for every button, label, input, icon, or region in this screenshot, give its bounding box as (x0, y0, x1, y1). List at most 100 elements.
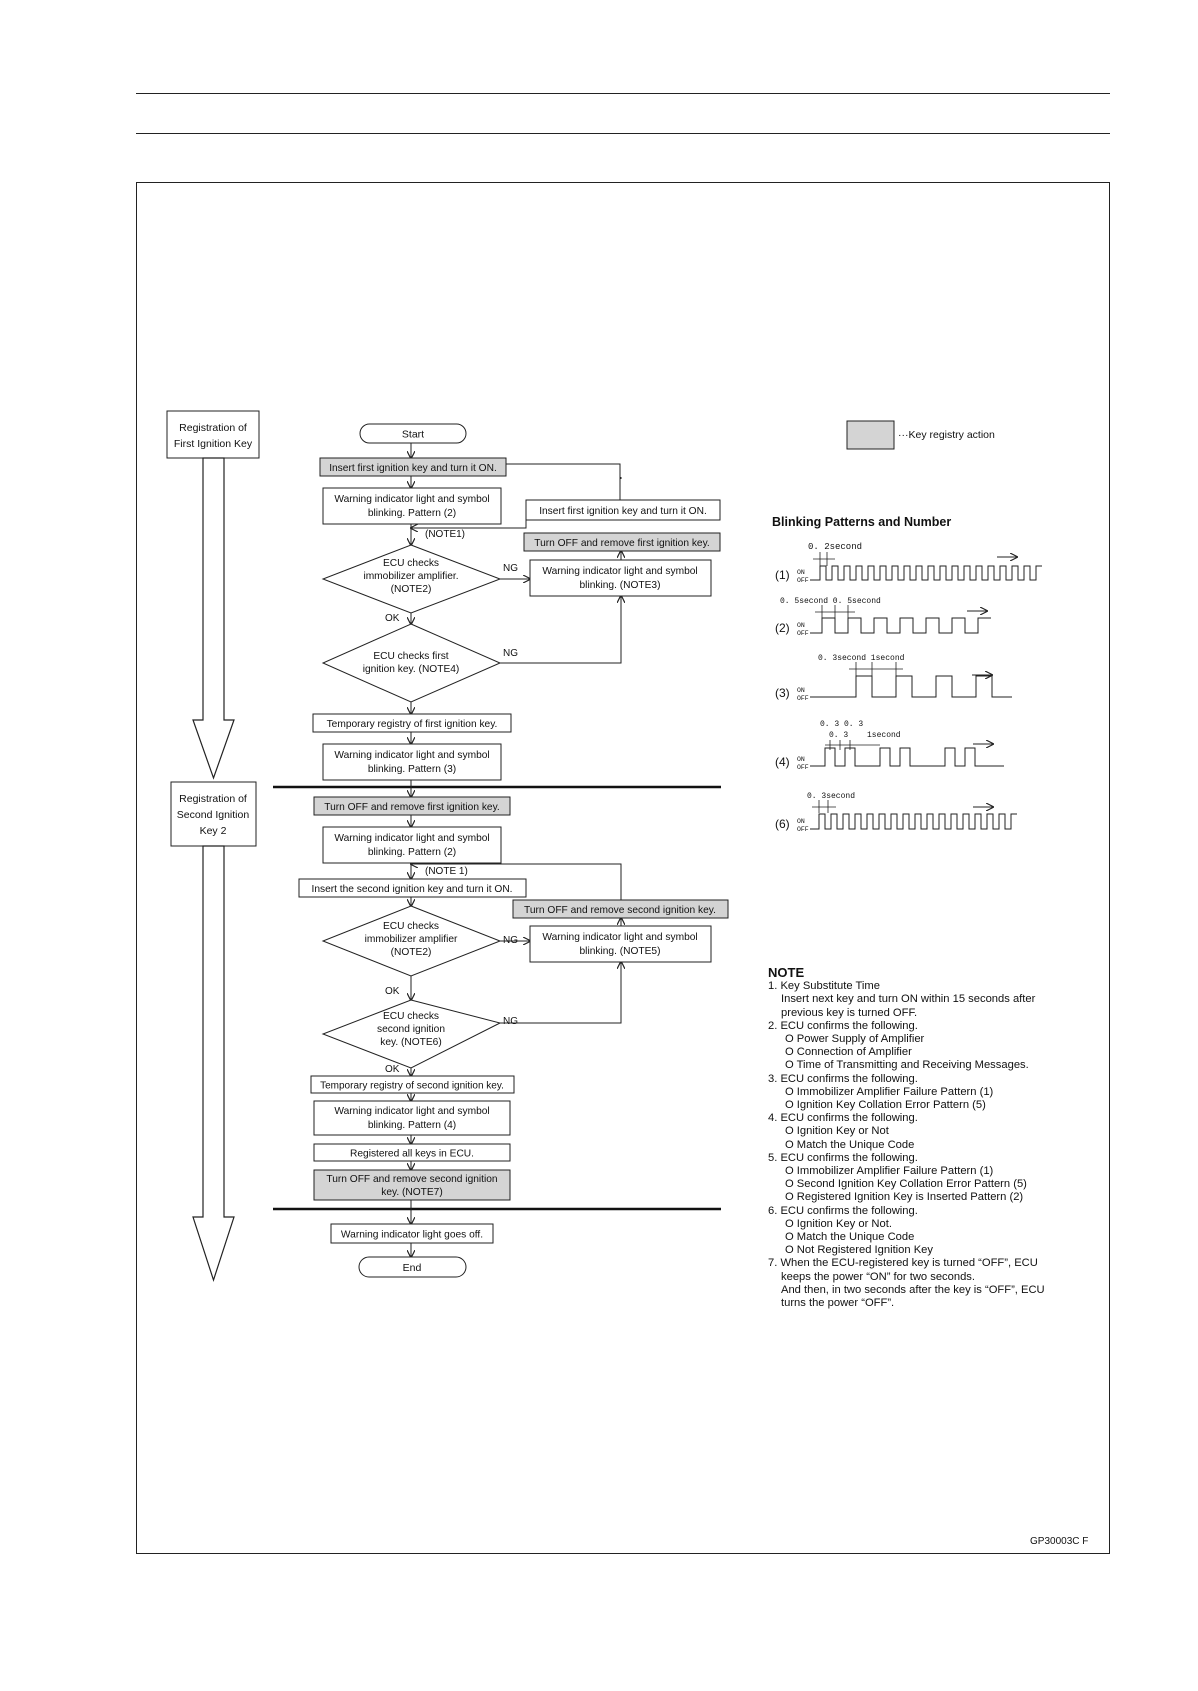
svg-text:OFF: OFF (797, 695, 809, 702)
ng-label-d2: NG (503, 648, 518, 659)
pattern-1: 0. 2second (1) ON OFF (775, 542, 1042, 584)
ok-label-d1: OK (385, 613, 400, 624)
svg-text:ON: ON (797, 818, 805, 825)
svg-text:ON: ON (797, 756, 805, 763)
phase-first-arrow (192, 457, 235, 780)
pattern-2: 0. 5second 0. 5second (2) ON OFF (775, 597, 991, 637)
svg-text:0. 3second: 0. 3second (807, 792, 855, 801)
svg-text:Insert the second ignition key: Insert the second ignition key and turn … (311, 884, 512, 895)
svg-text:Warning indicator light and sy: Warning indicator light and symbol (334, 833, 489, 844)
svg-text:blinking. (NOTE3): blinking. (NOTE3) (580, 580, 661, 591)
note-line: O Not Registered Ignition Key (785, 1244, 933, 1257)
note1-label-first: (NOTE1) (425, 529, 465, 540)
step-insert-first-key: Insert first ignition key and turn it ON… (319, 457, 507, 477)
svg-text:ignition key. (NOTE4): ignition key. (NOTE4) (363, 664, 460, 675)
svg-text:ECU checks: ECU checks (383, 921, 439, 932)
svg-text:0. 5second 0. 5second: 0. 5second 0. 5second (780, 597, 881, 606)
svg-text:Registration of: Registration of (179, 793, 247, 805)
svg-text:Turn OFF and remove second ign: Turn OFF and remove second ignition key. (524, 905, 716, 916)
step-warning-pattern-4: Warning indicator light and symbol blink… (313, 1100, 511, 1136)
svg-text:Key 2: Key 2 (200, 825, 227, 837)
svg-text:blinking. Pattern (4): blinking. Pattern (4) (368, 1120, 456, 1131)
step-warning-pattern-2-second: Warning indicator light and symbol blink… (322, 826, 502, 864)
svg-text:0. 3 0. 3: 0. 3 0. 3 (820, 720, 863, 729)
svg-text:immobilizer amplifier: immobilizer amplifier (365, 934, 458, 945)
header-rule-top (136, 93, 1110, 94)
step-insert-second-key: Insert the second ignition key and turn … (298, 878, 527, 898)
warning-note3-box: Warning indicator light and symbol blink… (529, 559, 712, 597)
svg-text:ECU checks: ECU checks (383, 1011, 439, 1022)
note-line: O Second Ignition Key Collation Error Pa… (785, 1178, 1027, 1191)
svg-text:ON: ON (797, 569, 805, 576)
svg-text:End: End (403, 1262, 422, 1274)
step-remove-first-key: Turn OFF and remove first ignition key. (313, 796, 511, 816)
note-line: turns the power “OFF”. (781, 1297, 895, 1310)
note-line: 5. ECU confirms the following. (768, 1151, 918, 1164)
note1-label-second: (NOTE 1) (425, 866, 468, 877)
step-warning-pattern-3: Warning indicator light and symbol blink… (322, 743, 502, 781)
svg-text:Warning indicator light and sy: Warning indicator light and symbol (542, 932, 697, 943)
retry-insert-first-key: Insert first ignition key and turn it ON… (525, 499, 721, 521)
svg-text:OFF: OFF (797, 764, 809, 771)
retry-remove-first-key: Turn OFF and remove first ignition key. (523, 532, 721, 552)
svg-text:Start: Start (402, 429, 424, 441)
svg-text:0. 3second 1second: 0. 3second 1second (818, 654, 905, 663)
svg-text:ON: ON (797, 622, 805, 629)
svg-text:key. (NOTE7): key. (NOTE7) (381, 1187, 443, 1198)
figure-frame (136, 182, 1110, 1554)
step-registered-all-keys: Registered all keys in ECU. (313, 1143, 511, 1162)
ng-label-d3: NG (503, 935, 518, 946)
phase-second-label: Registration of Second Ignition Key 2 (170, 781, 257, 847)
svg-text:Registration of: Registration of (179, 422, 247, 434)
note-line: Insert next key and turn ON within 15 se… (781, 993, 1036, 1006)
step-temp-registry-first: Temporary registry of first ignition key… (312, 713, 512, 733)
step-warning-pattern-2-first: Warning indicator light and symbol blink… (322, 487, 502, 525)
svg-text:Second Ignition: Second Ignition (177, 809, 250, 821)
note-line: O Registered Ignition Key is Inserted Pa… (785, 1191, 1024, 1204)
step-warning-light-off: Warning indicator light goes off. (330, 1223, 494, 1244)
svg-text:Temporary registry of second i: Temporary registry of second ignition ke… (320, 1081, 504, 1092)
svg-text:Warning indicator light and sy: Warning indicator light and symbol (334, 494, 489, 505)
svg-text:Insert first ignition key and: Insert first ignition key and turn it ON… (329, 463, 497, 474)
svg-text:(2): (2) (775, 621, 790, 635)
note-line: O Immobilizer Amplifier Failure Pattern … (785, 1085, 994, 1098)
note-line: O Ignition Key or Not. (785, 1217, 892, 1230)
decision-immobilizer-first: ECU checks immobilizer amplifier. (NOTE2… (321, 544, 502, 614)
end-terminal: End (358, 1256, 467, 1278)
note-line: O Time of Transmitting and Receiving Mes… (785, 1059, 1029, 1072)
retry-remove-second-key: Turn OFF and remove second ignition key. (512, 899, 729, 919)
svg-text:OFF: OFF (797, 577, 809, 584)
note-line: previous key is turned OFF. (781, 1006, 918, 1019)
svg-text:0. 2second: 0. 2second (808, 542, 862, 552)
svg-text:Turn OFF and remove first igni: Turn OFF and remove first ignition key. (534, 538, 710, 549)
svg-text:First Ignition Key: First Ignition Key (174, 438, 253, 450)
ok-label-d3: OK (385, 986, 400, 997)
svg-text:ECU checks: ECU checks (383, 558, 439, 569)
svg-text:Registered all keys in ECU.: Registered all keys in ECU. (350, 1149, 474, 1160)
note-line: 4. ECU confirms the following. (768, 1112, 918, 1125)
svg-text:Warning indicator light and sy: Warning indicator light and symbol (334, 750, 489, 761)
decision-immobilizer-second: ECU checks immobilizer amplifier (NOTE2) (321, 905, 502, 977)
step-temp-registry-second: Temporary registry of second ignition ke… (310, 1075, 515, 1094)
note-line: O Ignition Key Collation Error Pattern (… (785, 1099, 986, 1112)
patterns-title: Blinking Patterns and Number (772, 515, 951, 529)
svg-text:OFF: OFF (797, 630, 809, 637)
svg-text:(NOTE2): (NOTE2) (391, 584, 432, 595)
svg-text:ECU checks first: ECU checks first (373, 651, 448, 662)
svg-text:Warning indicator light and sy: Warning indicator light and symbol (334, 1106, 489, 1117)
svg-text:blinking. Pattern (3): blinking. Pattern (3) (368, 764, 456, 775)
header-rule-bottom (136, 133, 1110, 134)
svg-text:0. 3: 0. 3 (829, 731, 848, 740)
legend-swatch (846, 420, 895, 450)
note-line: O Match the Unique Code (785, 1231, 915, 1244)
svg-text:OFF: OFF (797, 826, 809, 833)
svg-text:Warning indicator light goes o: Warning indicator light goes off. (341, 1230, 483, 1241)
note-line: 7. When the ECU-registered key is turned… (768, 1257, 1038, 1270)
step-remove-second-key: Turn OFF and remove second ignition key.… (313, 1169, 511, 1201)
figure-code: GP30003C F (1030, 1536, 1089, 1547)
note-line: O Connection of Amplifier (785, 1046, 912, 1059)
note-line: keeps the power “ON” for two seconds. (781, 1270, 976, 1283)
